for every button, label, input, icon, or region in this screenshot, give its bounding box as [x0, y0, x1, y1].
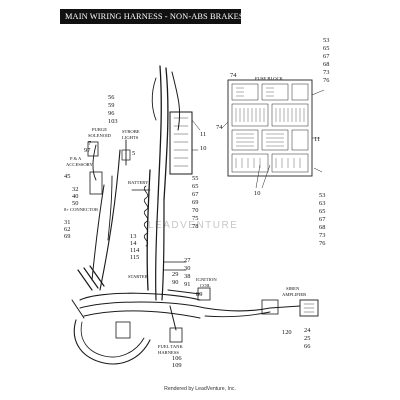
svg-text:65: 65	[319, 208, 325, 215]
callout-group-center-stack: 55 65 67 69 70 75 78	[192, 175, 199, 230]
ignition-coil-label: IGNITION COIL	[196, 277, 218, 288]
svg-text:115: 115	[130, 254, 139, 261]
svg-text:73: 73	[319, 232, 325, 239]
svg-text:103: 103	[108, 118, 118, 125]
svg-text:7: 7	[88, 140, 92, 147]
svg-text:70: 70	[192, 207, 198, 214]
svg-text:76: 76	[323, 77, 329, 84]
svg-text:50: 50	[72, 200, 78, 207]
svg-text:96: 96	[108, 110, 114, 117]
harness-drawing	[71, 65, 319, 365]
fuse-bottom-stack: 53 63 65 67 68 73 76	[319, 192, 326, 247]
callout-group-starter: 27 30 38 91	[184, 257, 191, 288]
siren-amplifier-label: SIREN AMPLIFIER	[282, 286, 307, 297]
diagram-title: MAIN WIRING HARNESS - NON-ABS BRAKES	[60, 9, 244, 24]
svg-text:55: 55	[192, 175, 198, 182]
callout-120: 120	[282, 329, 292, 336]
svg-text:106: 106	[172, 355, 182, 362]
svg-text:66: 66	[304, 343, 310, 350]
svg-text:76: 76	[319, 240, 325, 247]
callout-group-left-low: 31 62 69	[64, 219, 70, 240]
svg-text:90: 90	[172, 279, 178, 286]
fuse-top-stack: 53 65 67 68 73 76	[323, 37, 330, 84]
svg-text:25: 25	[304, 335, 310, 342]
svg-text:24: 24	[304, 327, 311, 334]
svg-text:91: 91	[184, 281, 190, 288]
callout-group-coil: 29 90	[172, 271, 178, 286]
callout-10-bottom: 10	[254, 190, 260, 197]
callout-74-top: 74	[230, 72, 237, 79]
callout-5: 5	[132, 150, 135, 157]
fuse-block-inset	[221, 79, 325, 189]
battery-label: BATTERY	[128, 180, 149, 185]
connector-label: 8+ CONNECTOR	[64, 207, 99, 212]
svg-text:65: 65	[323, 45, 329, 52]
svg-text:97: 97	[84, 147, 91, 154]
pa-accessory-label: P & A ACCESSORY	[66, 156, 93, 167]
svg-text:63: 63	[319, 200, 325, 207]
svg-text:69: 69	[192, 199, 198, 206]
svg-text:67: 67	[192, 191, 199, 198]
svg-text:14: 14	[130, 240, 137, 247]
svg-text:30: 30	[184, 265, 190, 272]
svg-text:68: 68	[319, 224, 325, 231]
footer-credit: Rendered by LeadVenture, Inc.	[164, 386, 236, 392]
svg-text:69: 69	[64, 233, 70, 240]
watermark: LEADVENTURE	[148, 220, 238, 231]
callout-89: 89	[196, 291, 202, 298]
svg-text:59: 59	[108, 102, 114, 109]
svg-text:38: 38	[184, 273, 190, 280]
svg-text:53: 53	[323, 37, 329, 44]
callout-group-left-mid: 45 32 40 50	[64, 173, 78, 207]
svg-text:62: 62	[64, 226, 70, 233]
callout-74-left: 74	[216, 124, 223, 131]
callout-group-siren: 24 25 66	[304, 327, 311, 350]
svg-text:53: 53	[319, 192, 325, 199]
svg-text:27: 27	[184, 257, 191, 264]
fuel-tank-harness-label: FUEL TANK HARNESS	[158, 344, 184, 355]
svg-text:65: 65	[192, 183, 198, 190]
svg-text:67: 67	[319, 216, 326, 223]
svg-text:13: 13	[130, 233, 136, 240]
callout-group-56-103: 56 59 96 103	[108, 94, 118, 125]
svg-text:73: 73	[323, 69, 329, 76]
svg-text:45: 45	[64, 173, 70, 180]
svg-text:29: 29	[172, 271, 178, 278]
svg-text:56: 56	[108, 94, 114, 101]
purge-solenoid-label: PURGE SOLENOID	[88, 127, 112, 138]
svg-text:75: 75	[192, 215, 198, 222]
callout-11-right: 11	[314, 136, 320, 143]
fuse-block-label: FUSE BLOCK	[255, 76, 284, 81]
callout-group-fuel: 106 109	[172, 355, 182, 369]
callout-group-lower-stack: 13 14 114 115	[130, 233, 140, 261]
callout-group-purge: 7 97	[84, 140, 92, 154]
starter-label: STARTER	[128, 274, 149, 279]
strobe-lights-label: STROBE LIGHTS	[122, 129, 141, 140]
svg-text:109: 109	[172, 362, 182, 369]
callout-10: 10	[200, 145, 206, 152]
svg-text:40: 40	[72, 193, 78, 200]
callout-11: 11	[200, 131, 206, 138]
svg-text:78: 78	[192, 223, 198, 230]
svg-text:114: 114	[130, 247, 140, 254]
svg-text:68: 68	[323, 61, 329, 68]
svg-text:32: 32	[72, 186, 78, 193]
svg-text:31: 31	[64, 219, 70, 226]
svg-text:67: 67	[323, 53, 330, 60]
